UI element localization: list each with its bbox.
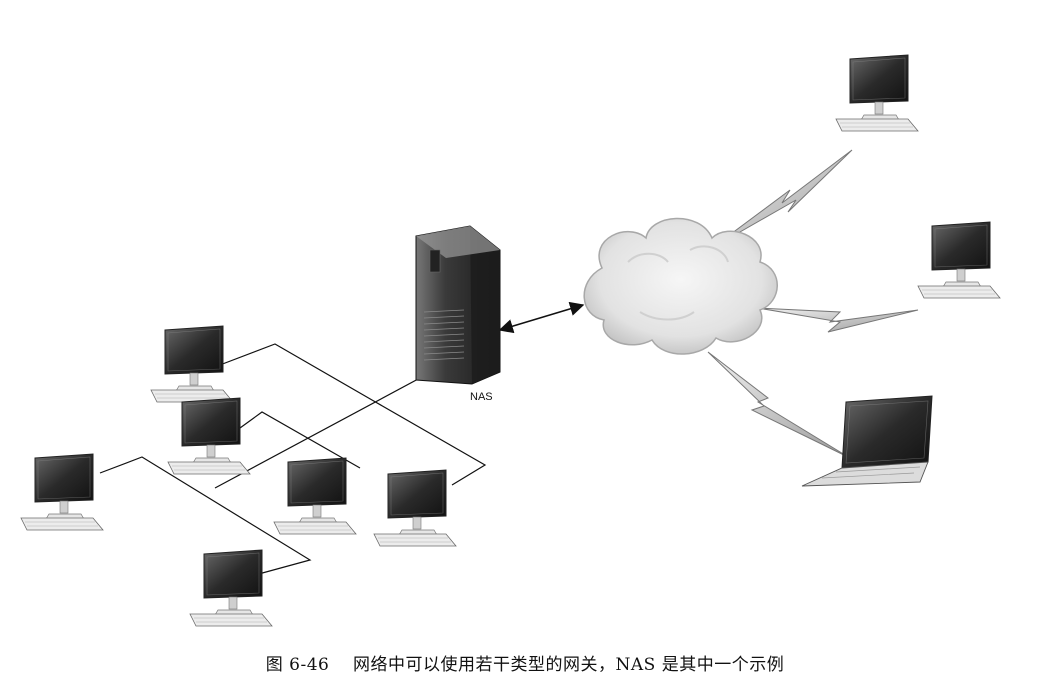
desktop-computer-icon: [189, 549, 273, 627]
desktop-computer-icon: [20, 453, 104, 531]
lightning-link-icon: [757, 307, 919, 333]
desktop-computer-icon: [150, 325, 234, 403]
lightning-link-icon: [711, 149, 853, 249]
desktop-computer-icon: [917, 221, 1001, 299]
figure-caption: 图 6-46 网络中可以使用若干类型的网关，NAS 是其中一个示例: [0, 650, 1050, 675]
desktop-computer-icon: [273, 457, 357, 535]
figure-number: 图 6-46: [265, 655, 330, 675]
desktop-computer-icon: [167, 397, 251, 475]
cloud-icon: [583, 217, 778, 355]
server-tower-icon: [415, 225, 501, 385]
lan-wiring: [99, 343, 487, 576]
desktop-computer-icon: [373, 469, 457, 547]
desktop-computer-icon: [835, 54, 919, 132]
server-label: NAS: [470, 391, 493, 403]
caption-text: 网络中可以使用若干类型的网关，NAS 是其中一个示例: [353, 655, 785, 675]
lightning-link-icon: [707, 351, 851, 459]
nas-cloud-link: [498, 301, 585, 334]
